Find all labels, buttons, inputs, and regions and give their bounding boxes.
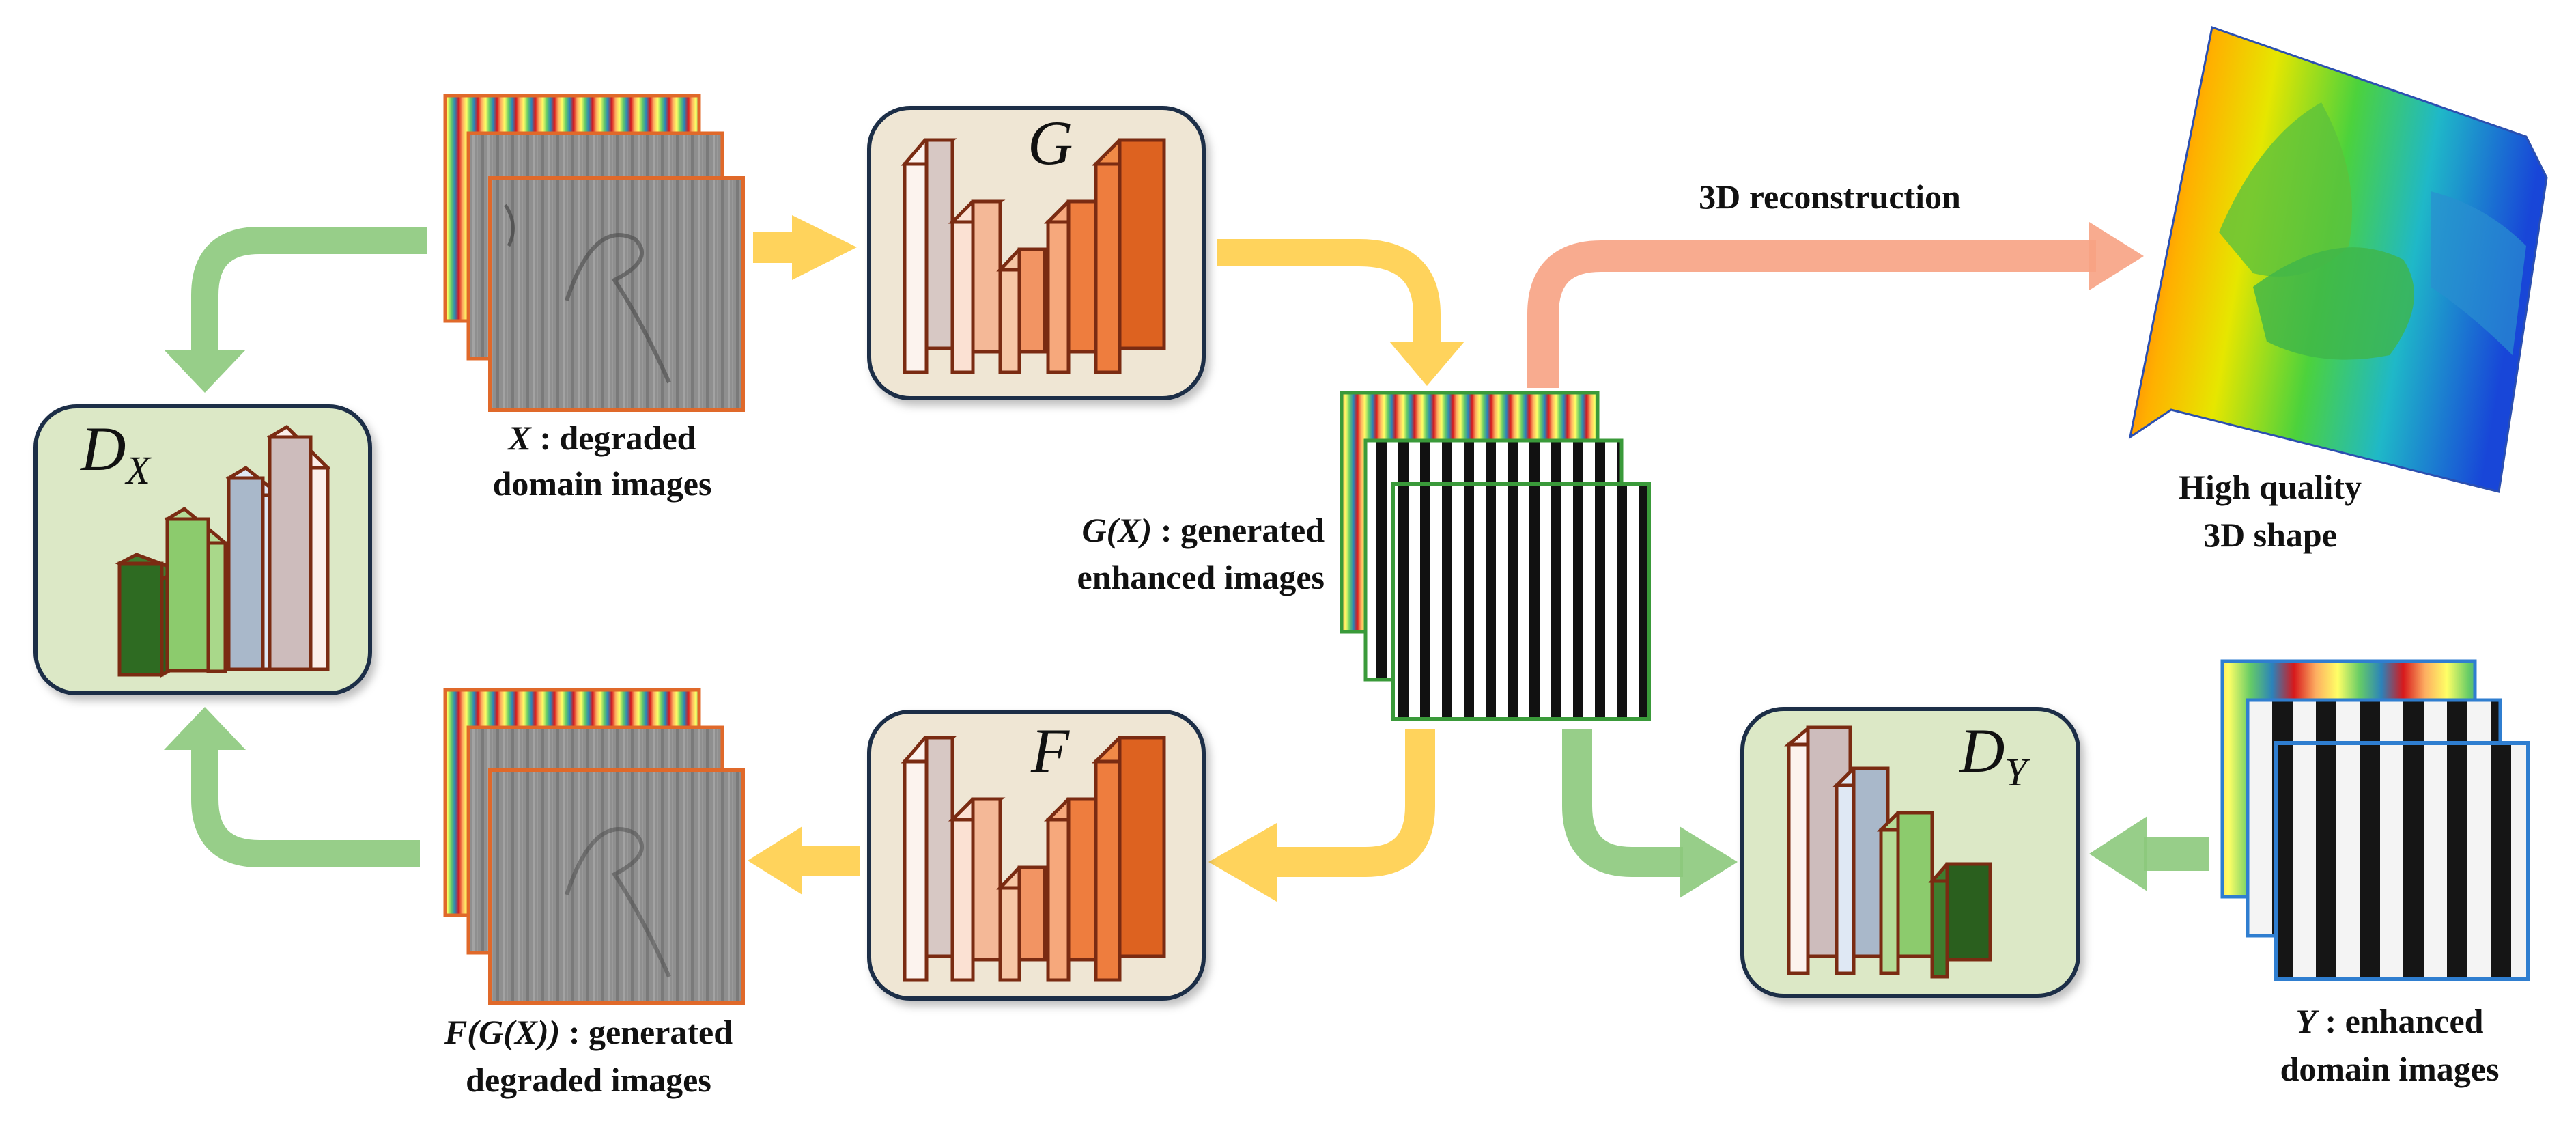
label-x-domain: X : degraded domain images [493,419,712,503]
x-image-stack [443,94,745,412]
svg-text:domain images: domain images [2280,1050,2500,1088]
svg-text:enhanced images: enhanced images [1077,558,1325,596]
arrow-x-to-g [753,215,857,280]
dx-layers [115,424,331,678]
generator-g: G [867,106,1206,400]
dx-label: DX [79,414,152,492]
g-label: G [1028,108,1073,178]
arrow-gx-to-dy [1562,729,1738,898]
f-layers [901,736,1166,982]
dy-layers [1784,725,1992,979]
svg-text:F(G(X)) : generated: F(G(X)) : generated [444,1013,733,1051]
svg-text:High quality: High quality [2179,468,2362,506]
svg-text:G(X) : generated: G(X) : generated [1082,511,1325,549]
y-image-stack [2220,659,2530,981]
arrow-g-to-gx [1217,239,1464,386]
fgx-image-stack [443,688,745,1005]
gx-image-stack [1340,391,1651,721]
g-layers [901,138,1166,374]
label-3d-shape: High quality 3D shape [2179,468,2362,554]
svg-text:X : degraded: X : degraded [507,419,696,457]
label-gx: G(X) : generated enhanced images [1077,511,1325,596]
3d-shape-render [2128,26,2548,493]
generator-f: F [867,710,1206,1001]
dy-label: DY [1958,716,2030,794]
discriminator-dy: DY [1740,707,2080,998]
f-label: F [1030,716,1070,785]
svg-text:3D shape: 3D shape [2203,516,2337,554]
arrow-y-to-dy [2089,816,2209,891]
arrow-3d-reconstruction [1527,222,2144,388]
svg-text:Y : enhanced: Y : enhanced [2295,1002,2483,1040]
arrow-fgx-to-dx [164,707,420,867]
label-3d-reconstruction: 3D reconstruction [1699,178,1961,216]
label-y-domain: Y : enhanced domain images [2280,1002,2500,1088]
arrow-x-to-dx [164,227,427,393]
label-fgx: F(G(X)) : generated degraded images [444,1013,733,1099]
svg-text:domain images: domain images [493,464,712,503]
arrow-f-to-fgx [748,826,860,895]
discriminator-dx: DX [33,404,372,695]
svg-text:degraded images: degraded images [466,1061,711,1099]
arrow-gx-to-f [1208,729,1435,902]
